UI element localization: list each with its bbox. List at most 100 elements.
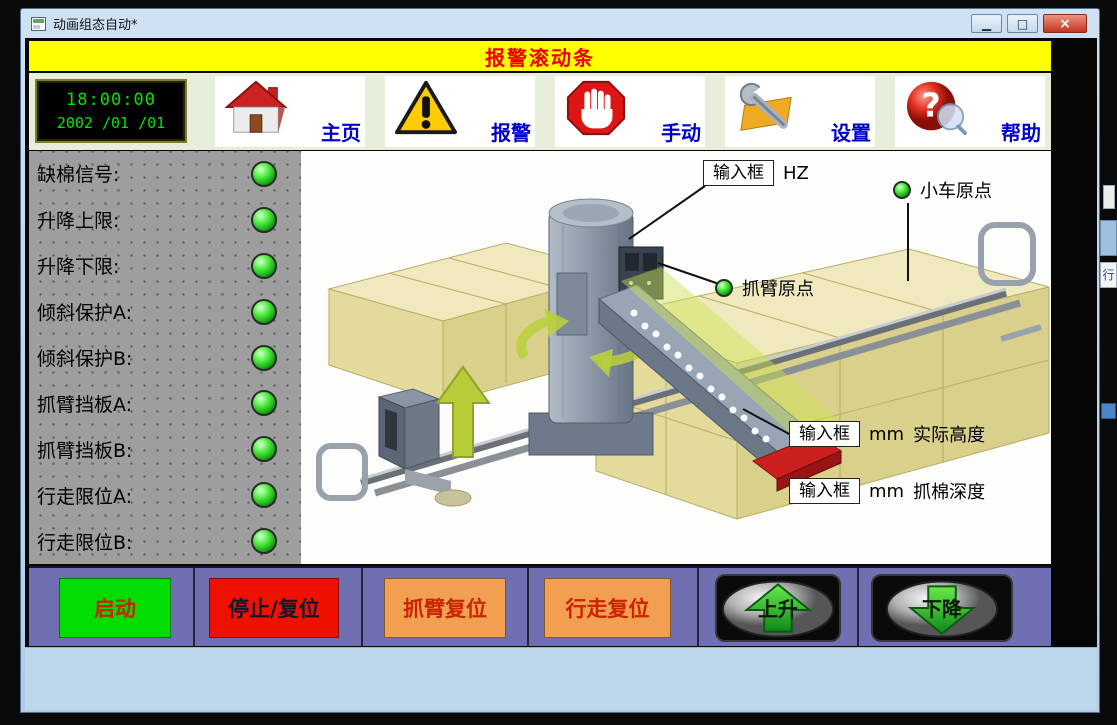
status-row: 抓臂挡板A: xyxy=(29,380,301,426)
status-label: 行走限位B: xyxy=(37,531,133,554)
app-window: 动画组态自动* ▁ □ × 报警滚动条 18:00:00 2002 /01 /0… xyxy=(20,8,1100,713)
machine-illustration xyxy=(316,185,1050,520)
down-button[interactable]: 下降 xyxy=(871,574,1013,642)
frequency-unit: HZ xyxy=(783,162,809,184)
clock-time: 18:00:00 xyxy=(66,90,156,110)
height-label: 实际高度 xyxy=(913,425,986,446)
arm-origin-annotation: 抓臂原点 xyxy=(715,275,814,301)
separator xyxy=(697,568,699,646)
stop-hand-icon xyxy=(566,80,626,136)
up-button[interactable]: 上升 xyxy=(715,574,841,642)
control-bar: 启动 停止/复位 抓臂复位 行走复位 xyxy=(29,566,1051,646)
status-row: 升降上限: xyxy=(29,197,301,243)
status-label: 升降下限: xyxy=(37,256,120,279)
close-button[interactable]: × xyxy=(1043,14,1087,33)
arrow-up-icon xyxy=(721,580,835,638)
separator xyxy=(361,568,363,646)
manual-button[interactable]: 手动 xyxy=(555,76,705,147)
minimize-button[interactable]: ▁ xyxy=(971,14,1002,33)
settings-label: 设置 xyxy=(831,121,871,145)
manual-label: 手动 xyxy=(661,121,701,145)
status-label: 行走限位A: xyxy=(37,485,133,508)
machine-view: 输入框 HZ 小车原点 抓臂原点 输入框 mm 实际高度 输入框 xyxy=(301,151,1051,564)
svg-text:?: ? xyxy=(922,86,941,125)
status-row: 倾斜保护B: xyxy=(29,335,301,381)
cart-origin-label: 小车原点 xyxy=(920,181,992,202)
status-row: 行走限位B: xyxy=(29,518,301,564)
alarm-button[interactable]: 报警 xyxy=(385,76,535,147)
status-row: 倾斜保护A: xyxy=(29,289,301,335)
app-icon xyxy=(31,16,46,31)
stop-reset-button[interactable]: 停止/复位 xyxy=(209,578,339,638)
background-window-fragment xyxy=(1101,403,1116,419)
status-led xyxy=(251,482,277,509)
status-led xyxy=(251,390,277,417)
status-row: 行走限位A: xyxy=(29,472,301,518)
height-unit: mm xyxy=(869,423,905,445)
height-input-box[interactable]: 输入框 xyxy=(789,421,860,447)
status-label: 升降上限: xyxy=(37,210,120,233)
title-bar[interactable]: 动画组态自动* ▁ □ × xyxy=(23,10,1097,37)
minimize-icon: ▁ xyxy=(981,16,992,31)
status-label: 缺棉信号: xyxy=(37,164,120,187)
background-window-fragment xyxy=(1100,220,1117,256)
status-label: 倾斜保护B: xyxy=(37,348,133,370)
wrench-icon xyxy=(739,82,792,131)
arm-origin-label: 抓臂原点 xyxy=(742,279,814,300)
fragment-text: 行 xyxy=(1102,268,1115,282)
status-label: 抓臂挡板A: xyxy=(37,393,133,416)
question-mark-icon: ? xyxy=(906,81,967,136)
status-led xyxy=(251,160,277,187)
actual-height-annotation: 输入框 mm 实际高度 xyxy=(789,421,985,447)
status-row: 升降下限: xyxy=(29,243,301,289)
start-button[interactable]: 启动 xyxy=(59,578,171,638)
status-led xyxy=(251,252,277,279)
window-title: 动画组态自动* xyxy=(53,18,138,33)
status-led xyxy=(251,528,277,555)
status-led xyxy=(251,344,277,371)
maximize-icon: □ xyxy=(1016,16,1029,31)
home-icon xyxy=(225,80,287,133)
status-panel: 缺棉信号: 升降上限: 升降下限: 倾斜保护A: 倾斜保护B: 抓臂挡板A: 抓… xyxy=(29,151,301,564)
status-led xyxy=(251,436,277,463)
client-area: 报警滚动条 18:00:00 2002 /01 /01 xyxy=(25,38,1097,710)
toolbar: 18:00:00 2002 /01 /01 主页 xyxy=(29,73,1051,150)
empty-form-area xyxy=(25,647,1097,710)
clock-display: 18:00:00 2002 /01 /01 xyxy=(35,79,187,143)
cart-origin-annotation: 小车原点 xyxy=(893,177,992,203)
frequency-annotation: 输入框 HZ xyxy=(703,160,809,186)
alarm-banner: 报警滚动条 xyxy=(29,41,1051,71)
arm-reset-button[interactable]: 抓臂复位 xyxy=(384,578,506,638)
depth-input-box[interactable]: 输入框 xyxy=(789,478,860,504)
separator xyxy=(527,568,529,646)
status-row: 缺棉信号: xyxy=(29,151,301,197)
home-button[interactable]: 主页 xyxy=(215,76,365,147)
close-icon: × xyxy=(1059,15,1071,32)
maximize-button[interactable]: □ xyxy=(1007,14,1038,33)
background-window-fragment xyxy=(1103,185,1115,209)
cart-origin-led xyxy=(893,181,911,199)
help-button[interactable]: ? 帮助 xyxy=(895,76,1045,147)
arm-origin-led xyxy=(715,279,733,297)
arrow-down-icon xyxy=(885,580,999,638)
clock-date: 2002 /01 /01 xyxy=(56,114,166,132)
separator xyxy=(193,568,195,646)
separator xyxy=(857,568,859,646)
settings-button[interactable]: 设置 xyxy=(725,76,875,147)
frequency-input-box[interactable]: 输入框 xyxy=(703,160,774,186)
home-label: 主页 xyxy=(321,121,361,145)
background-window-fragment: 行 xyxy=(1100,262,1117,288)
alarm-banner-text: 报警滚动条 xyxy=(485,45,595,70)
status-label: 抓臂挡板B: xyxy=(37,439,133,462)
help-label: 帮助 xyxy=(1001,121,1041,145)
depth-label: 抓棉深度 xyxy=(913,482,986,503)
status-label: 倾斜保护A: xyxy=(37,302,133,325)
alarm-label: 报警 xyxy=(491,121,531,145)
warning-triangle-icon xyxy=(395,80,457,135)
toolbar-buttons: 主页 报警 xyxy=(215,76,1045,147)
status-led xyxy=(251,298,277,325)
depth-unit: mm xyxy=(869,480,905,502)
travel-reset-button[interactable]: 行走复位 xyxy=(544,578,671,638)
status-row: 抓臂挡板B: xyxy=(29,426,301,472)
